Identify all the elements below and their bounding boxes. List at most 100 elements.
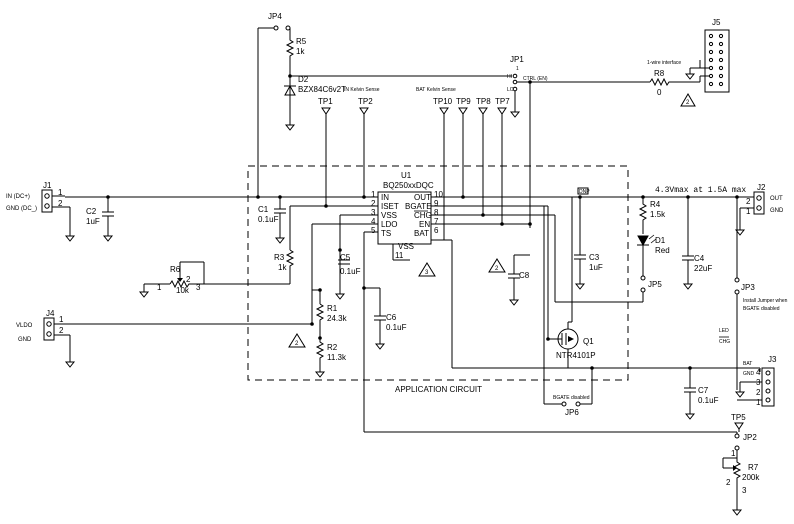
- j3-pin2: 2: [756, 388, 761, 397]
- connector-j2: J2 OUT GND 2 1: [734, 183, 784, 236]
- dnp-pad: DNP: [577, 187, 590, 195]
- j1-label-in: IN (DC+): [6, 194, 30, 200]
- ic-pin-name: OUT: [414, 193, 431, 202]
- tp8: TP8: [476, 97, 491, 217]
- jp1-lo: LO: [507, 87, 514, 93]
- led-label: LED: [719, 328, 729, 334]
- j2-ref: J2: [757, 183, 766, 192]
- r4-ref: R4: [650, 200, 661, 209]
- j1-ref: J1: [43, 181, 52, 190]
- r8-value: 0: [657, 88, 662, 97]
- tp1: IN Kelvin Sense TP2: [344, 87, 380, 199]
- resistor-r4: R4 1.5k: [638, 197, 666, 234]
- c2-ref: C2: [86, 207, 97, 216]
- r3-ref: R3: [274, 253, 285, 262]
- r1-ref: R1: [327, 304, 338, 313]
- r7-pin1: 1: [731, 449, 736, 458]
- j4-pin1: 1: [59, 315, 64, 324]
- j3-pin4: 4: [756, 368, 761, 377]
- ic-pin-name: IN: [381, 193, 389, 202]
- c1-ref: C1: [258, 205, 269, 214]
- vss-net: [334, 214, 378, 300]
- j4-pin2: 2: [59, 326, 64, 335]
- capacitor-c5: C5 0.1uF: [338, 253, 361, 276]
- tp2-ref: TP1: [318, 97, 333, 106]
- jp4-ref: JP4: [268, 12, 282, 21]
- j2-pin1: 1: [746, 207, 751, 216]
- j4-label-gnd: GND: [18, 337, 32, 343]
- jp6-label: BGATE disabled: [553, 395, 590, 401]
- tp9-ref: TP9: [456, 97, 471, 106]
- ic-pin-num: 7: [434, 217, 439, 226]
- jumper-jp5: JP5: [640, 275, 662, 302]
- c7-ref: C7: [698, 386, 709, 395]
- j3-ref: J3: [768, 355, 777, 364]
- j2-label-gnd: GND: [770, 208, 784, 214]
- jumper-jp1: JP1 HI LO 1 CTRL (EN): [507, 55, 650, 228]
- d2-value: BZX84C6v2T: [298, 85, 346, 94]
- j1-pin1: 1: [58, 188, 63, 197]
- jp3-ref: JP3: [741, 283, 755, 292]
- j1-label-gnd: GND (DC_): [6, 206, 37, 212]
- d1-ref: D1: [655, 236, 666, 245]
- ic-pin-num: 8: [434, 208, 439, 217]
- connector-j1: J1 IN (DC+) GND (DC_) 1 2: [6, 181, 76, 242]
- output-rating: 4.3Vmax at 1.5A max: [655, 186, 746, 195]
- jp1-net: CTRL (EN): [523, 76, 548, 82]
- ic-pin-num: 3: [371, 208, 376, 217]
- r6-ref: R6: [170, 265, 181, 274]
- r7-value: 200k: [742, 473, 760, 482]
- note-3: 3: [425, 270, 429, 276]
- ic-pin-name: VSS: [398, 242, 414, 251]
- application-circuit-boundary: APPLICATION CIRCUIT: [247, 165, 629, 394]
- jumper-jp4: JP4: [257, 12, 291, 197]
- q1-ref: Q1: [583, 337, 594, 346]
- j5-label: 1-wire interface: [647, 60, 681, 66]
- jp5-ref: JP5: [648, 280, 662, 289]
- ic-pin-num: 9: [434, 199, 439, 208]
- r6-pin3: 3: [196, 283, 201, 292]
- capacitor-c8: C8: [508, 254, 530, 306]
- jp1-ref: JP1: [510, 55, 524, 64]
- tp8-ref: TP8: [476, 97, 491, 106]
- jumper-jp2: JP2: [734, 432, 757, 458]
- c4-value: 22uF: [694, 264, 712, 273]
- connector-j5: J5 1-wire interface: [647, 18, 730, 93]
- install-jumper-2: BGATE disabled: [743, 306, 780, 312]
- tp1-ref: TP2: [358, 97, 373, 106]
- jp1-pin: 1: [516, 66, 519, 72]
- r8-ref: R8: [654, 69, 665, 78]
- led-d1: D1 Red: [637, 234, 670, 276]
- ic-pin-name: EN: [419, 220, 430, 229]
- chg-label: CHG: [719, 339, 730, 345]
- r2-value: 11.3k: [327, 353, 347, 362]
- r3-value: 1k: [278, 263, 287, 272]
- j2-pin2: 2: [746, 197, 751, 206]
- c6-ref: C6: [386, 313, 397, 322]
- jumper-jp3: JP3 Install Jumper when BGATE disabled L…: [719, 197, 788, 390]
- r6-pin2: 2: [186, 275, 191, 284]
- tp7-ref: TP7: [495, 97, 510, 106]
- dnp-label: DNP: [579, 189, 590, 195]
- mosfet-q1: Q1 NTR4101P: [546, 197, 596, 368]
- capacitor-c3: C3 1uF: [574, 197, 603, 290]
- tp5-ref: TP5: [731, 413, 746, 422]
- jp6-ref: JP6: [565, 408, 579, 417]
- c1-value: 0.1uF: [258, 215, 279, 224]
- ic-pin-num: 6: [434, 226, 439, 235]
- d2-ref: D2: [298, 75, 309, 84]
- potentiometer-r6: R6 10k 1 2 3: [138, 261, 205, 298]
- ic-u1: U1 BQ250xxDQC IN ISET VSS LDO TS 1 2 3 4…: [371, 171, 443, 261]
- connector-j3: J3 BAT GND 4 3 2 1: [734, 355, 777, 407]
- ic-pin-name: TS: [381, 229, 391, 238]
- d1-value: Red: [655, 246, 670, 255]
- ic-pin-name: VSS: [381, 211, 397, 220]
- capacitor-c7: C7 0.1uF: [684, 368, 719, 420]
- ic-pin-name: CHG: [414, 211, 432, 220]
- connector-j4: J4 VLDO GND 1 2: [16, 309, 76, 368]
- ic-ref: U1: [401, 171, 412, 180]
- note-2: 2: [495, 266, 499, 272]
- capacitor-c1: C1 0.1uF: [258, 197, 286, 244]
- jp2-ref: JP2: [743, 433, 757, 442]
- note-triangle: 2: [680, 93, 696, 107]
